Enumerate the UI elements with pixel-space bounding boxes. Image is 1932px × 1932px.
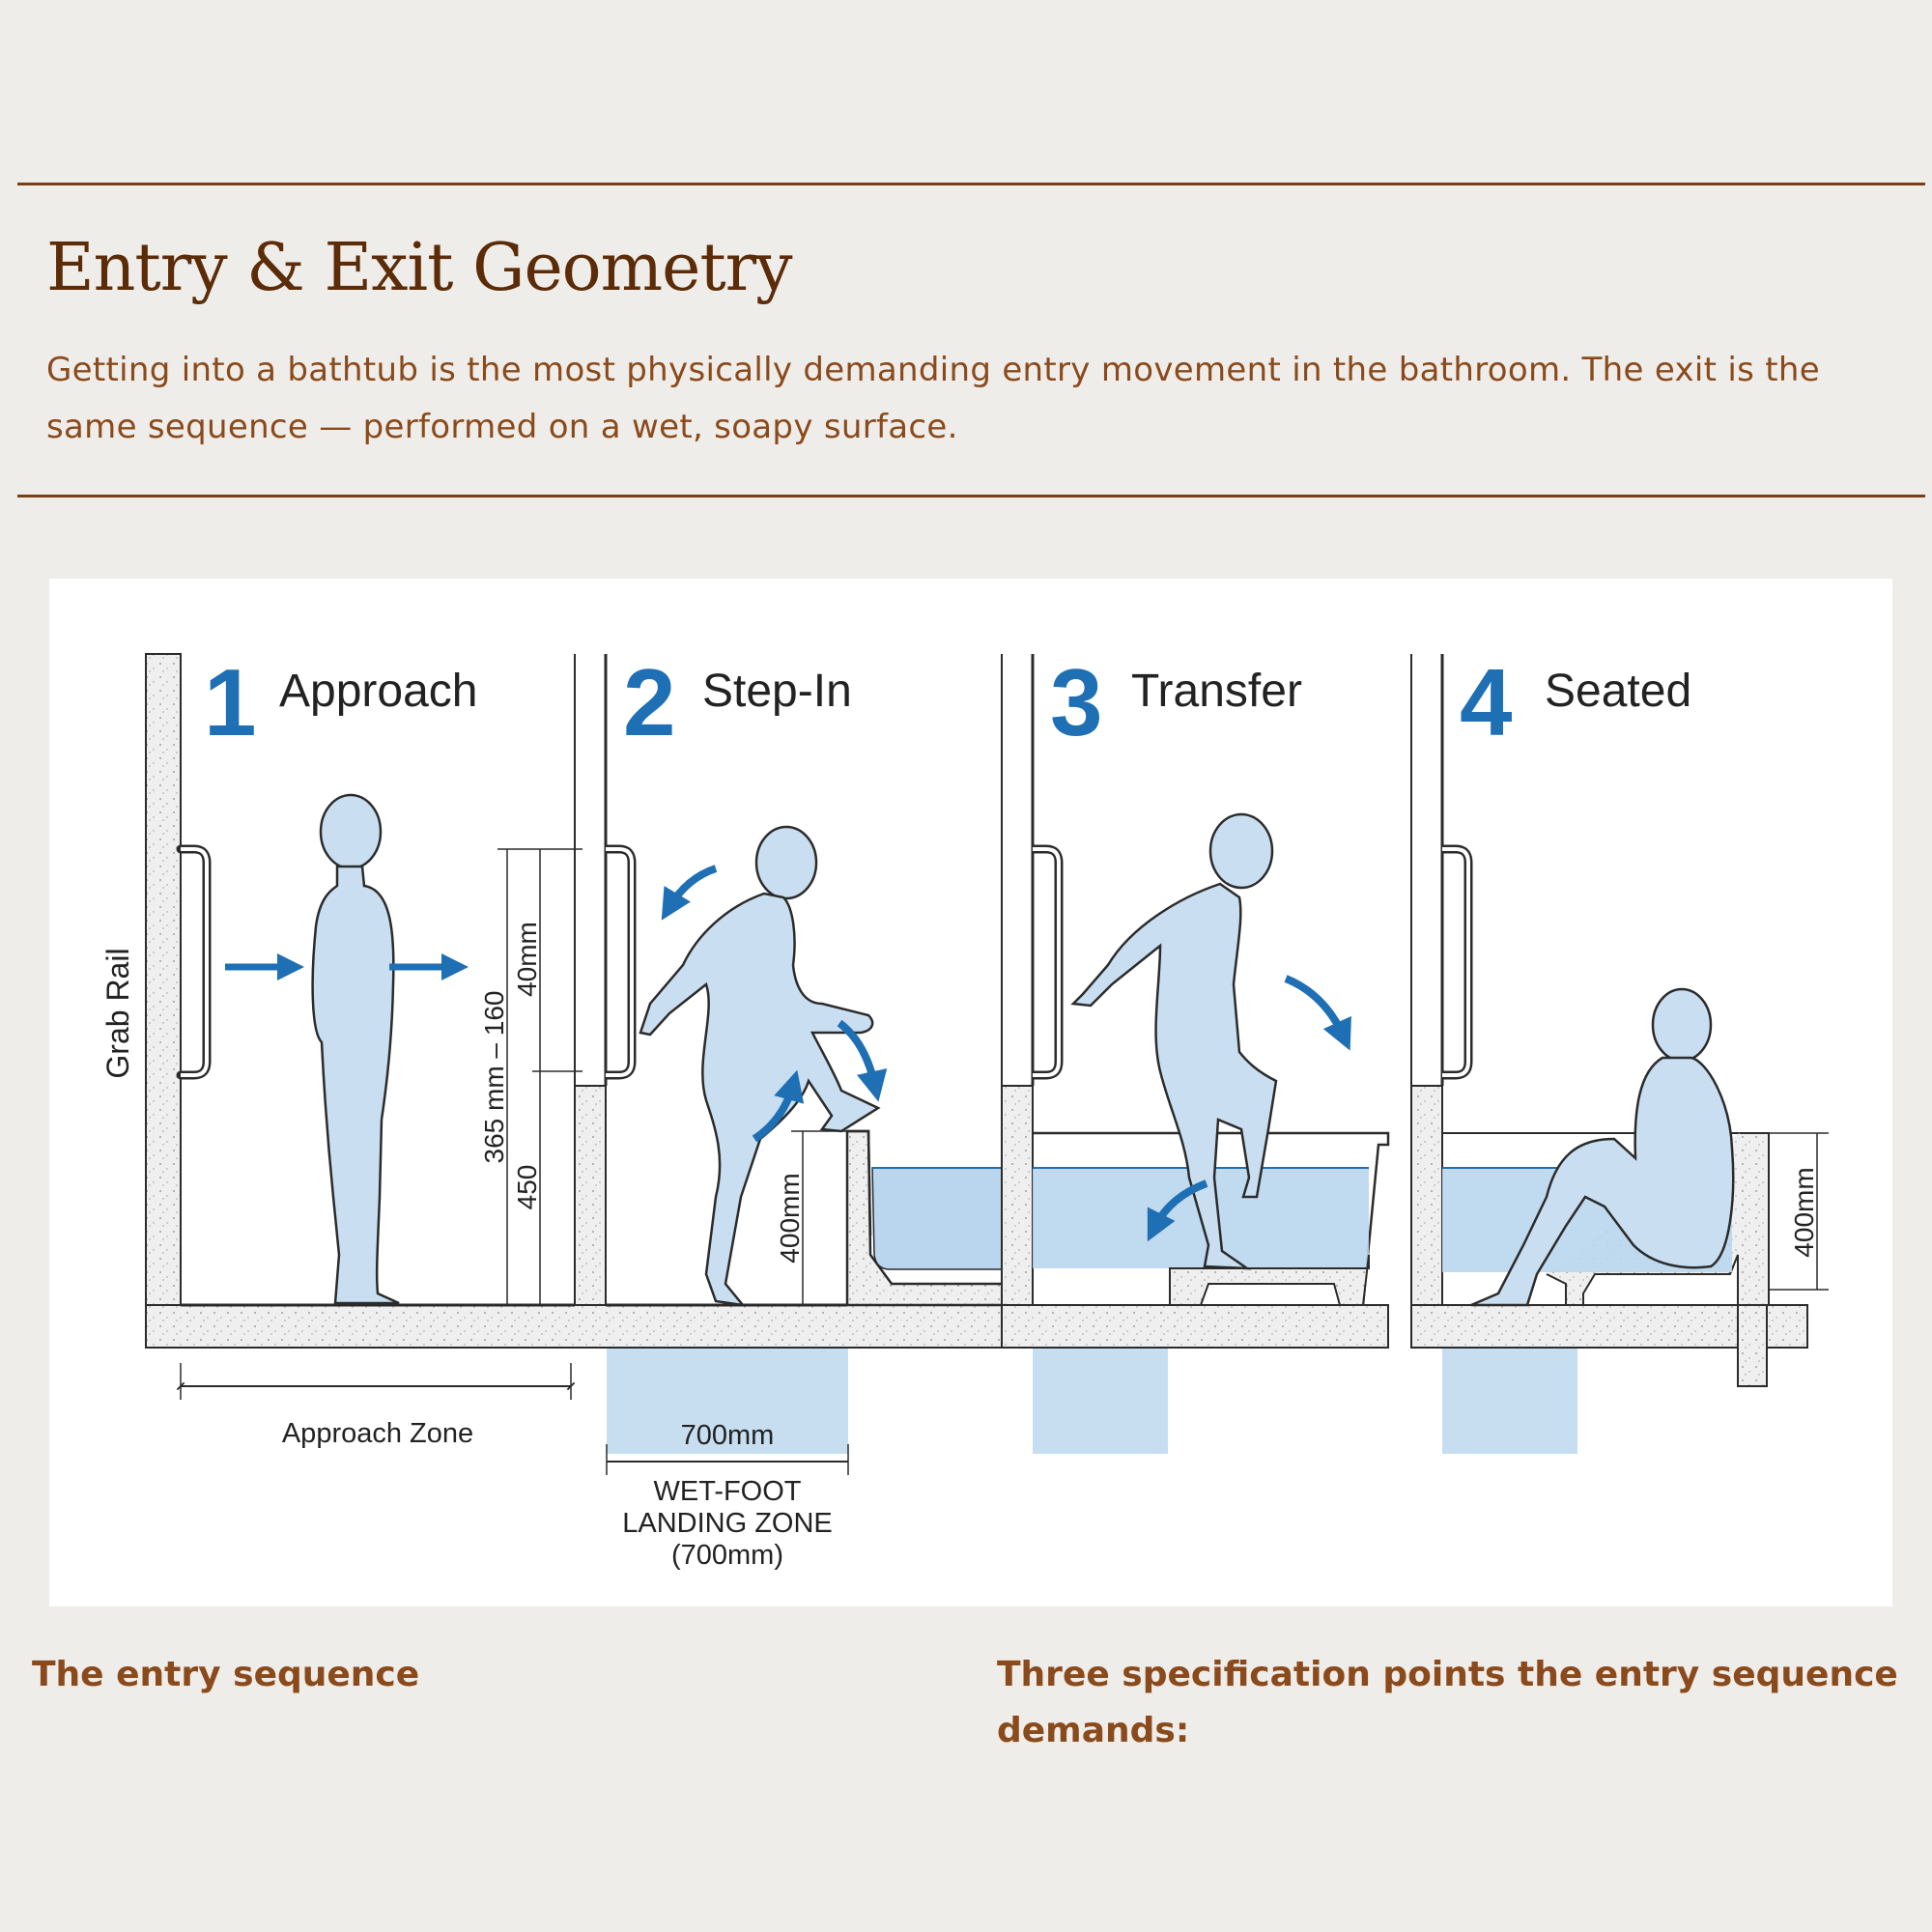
diagram-svg: Grab Rail Approach Zone 365 mm – 160 40m… [49, 579, 1892, 1606]
landing-zone-line1: WET-FOOT [653, 1476, 801, 1507]
header-bottom-rule [17, 495, 1925, 497]
dim-400-seated-label: 400mm [1789, 1167, 1819, 1257]
dim-range-label: 365 mm – 160 [479, 991, 509, 1164]
step-heading-4: 4 Seated [1460, 649, 1691, 755]
step-label-3: Transfer [1131, 666, 1302, 717]
panel-approach: Grab Rail Approach Zone [100, 653, 1074, 1449]
panel-seated: 400mm [1410, 654, 1829, 1387]
panel-step-in: 400mm 700mm WET-FOOT LANDING ZONE (700mm… [574, 654, 1025, 1571]
dim-40-label: 40mm [512, 922, 542, 997]
step-label-1: Approach [279, 666, 477, 717]
grab-rail-label: Grab Rail [100, 948, 135, 1078]
step-label-4: Seated [1545, 666, 1691, 717]
figure-stepping [639, 825, 881, 1307]
arrow-step-lean [661, 865, 718, 921]
landing-zone-line2: LANDING ZONE [622, 1508, 833, 1539]
arrow-transfer-in [1147, 1179, 1208, 1242]
entry-sequence-diagram: Grab Rail Approach Zone 365 mm – 160 40m… [49, 579, 1892, 1606]
figure-transfer [1070, 812, 1278, 1270]
landing-zone-line3: (700mm) [671, 1540, 783, 1571]
step-number-1: 1 [204, 649, 257, 755]
lead-paragraph: Getting into a bathtub is the most physi… [46, 351, 1820, 446]
step-number-2: 2 [623, 649, 676, 755]
panel-transfer [1001, 654, 1390, 1349]
dim-450-label: 450 [512, 1165, 542, 1210]
page-title: Entry & Exit Geometry [46, 230, 793, 306]
dim-400-step-label: 400mm [775, 1173, 805, 1263]
specification-heading-container: Three specification points the entry seq… [997, 1647, 1924, 1744]
arrow-step-push [752, 1069, 805, 1143]
step-heading-3: 3 Transfer [1050, 649, 1302, 755]
figure-seated [1470, 987, 1735, 1307]
step-height-dimensions: 365 mm – 160 40mm 450 [479, 848, 582, 1306]
entry-sequence-heading: The entry sequence [32, 1655, 420, 1694]
approach-zone-label: Approach Zone [282, 1418, 473, 1449]
arrow-transfer-down [1284, 975, 1351, 1051]
dim-700-label: 700mm [681, 1420, 775, 1451]
arrow-step-lift [837, 1019, 888, 1102]
step-number-4: 4 [1460, 649, 1513, 755]
step-heading-2: 2 Step-In [623, 649, 852, 755]
step-heading-1: 1 Approach [204, 649, 477, 755]
figure-standing [311, 793, 400, 1305]
specification-points-heading: Three specification points the entry seq… [997, 1655, 1898, 1744]
header-top-rule [17, 183, 1925, 185]
step-number-3: 3 [1050, 649, 1103, 755]
step-label-2: Step-In [702, 666, 852, 717]
